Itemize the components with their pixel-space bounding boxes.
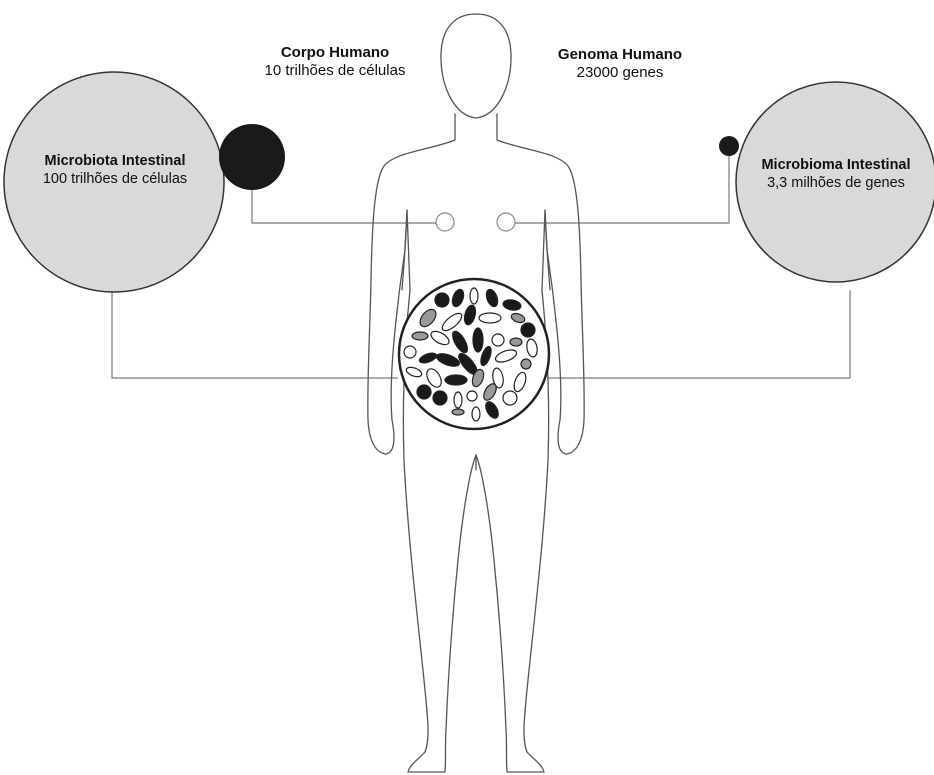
connector-corpo-line — [252, 186, 438, 223]
connector-microbioma-line — [548, 290, 850, 378]
microbe-shape — [412, 332, 428, 340]
microbe-shape — [521, 359, 531, 369]
gut-microbes-circle — [399, 279, 549, 429]
microbe-shape — [473, 328, 483, 352]
nipple-left-circle — [436, 213, 454, 231]
microbiota-intestinal-label: Microbiota Intestinal 100 trilhões de cé… — [0, 152, 230, 188]
microbe-shape — [435, 293, 449, 307]
microbe-shape — [472, 407, 480, 421]
microbioma-intestinal-title: Microbioma Intestinal — [736, 156, 934, 174]
microbioma-intestinal-subtitle: 3,3 milhões de genes — [736, 174, 934, 192]
nipple-right-circle — [497, 213, 515, 231]
genoma-humano-title: Genoma Humano — [545, 46, 695, 64]
microbioma-intestinal-label: Microbioma Intestinal 3,3 milhões de gen… — [736, 156, 934, 192]
genoma-humano-label: Genoma Humano 23000 genes — [545, 46, 695, 82]
genoma-humano-circle — [719, 136, 739, 156]
microbe-shape — [452, 409, 464, 415]
connector-microbiota-line — [112, 290, 398, 378]
microbe-shape — [445, 375, 467, 385]
left-arm-inner-line — [402, 210, 407, 290]
microbe-shape — [479, 313, 501, 323]
corpo-humano-title: Corpo Humano — [240, 44, 430, 62]
microbe-shape — [492, 334, 504, 346]
microbe-shape — [510, 338, 522, 346]
microbe-shape — [454, 392, 462, 408]
microbe-shape — [470, 288, 478, 304]
genoma-humano-subtitle: 23000 genes — [545, 64, 695, 82]
microbe-shape — [433, 391, 447, 405]
corpo-humano-subtitle: 10 trilhões de células — [240, 62, 430, 80]
head-outline — [441, 14, 511, 118]
body-silhouette — [368, 114, 584, 772]
corpo-humano-label: Corpo Humano 10 trilhões de células — [240, 44, 430, 80]
microbe-shape — [404, 346, 416, 358]
microbe-shape — [467, 391, 477, 401]
right-arm-inner-line — [545, 210, 550, 290]
microbe-shape — [521, 323, 535, 337]
microbe-shape — [417, 385, 431, 399]
microbiota-intestinal-title: Microbiota Intestinal — [0, 152, 230, 170]
microbe-shape — [503, 391, 517, 405]
microbiota-intestinal-subtitle: 100 trilhões de células — [0, 170, 230, 188]
